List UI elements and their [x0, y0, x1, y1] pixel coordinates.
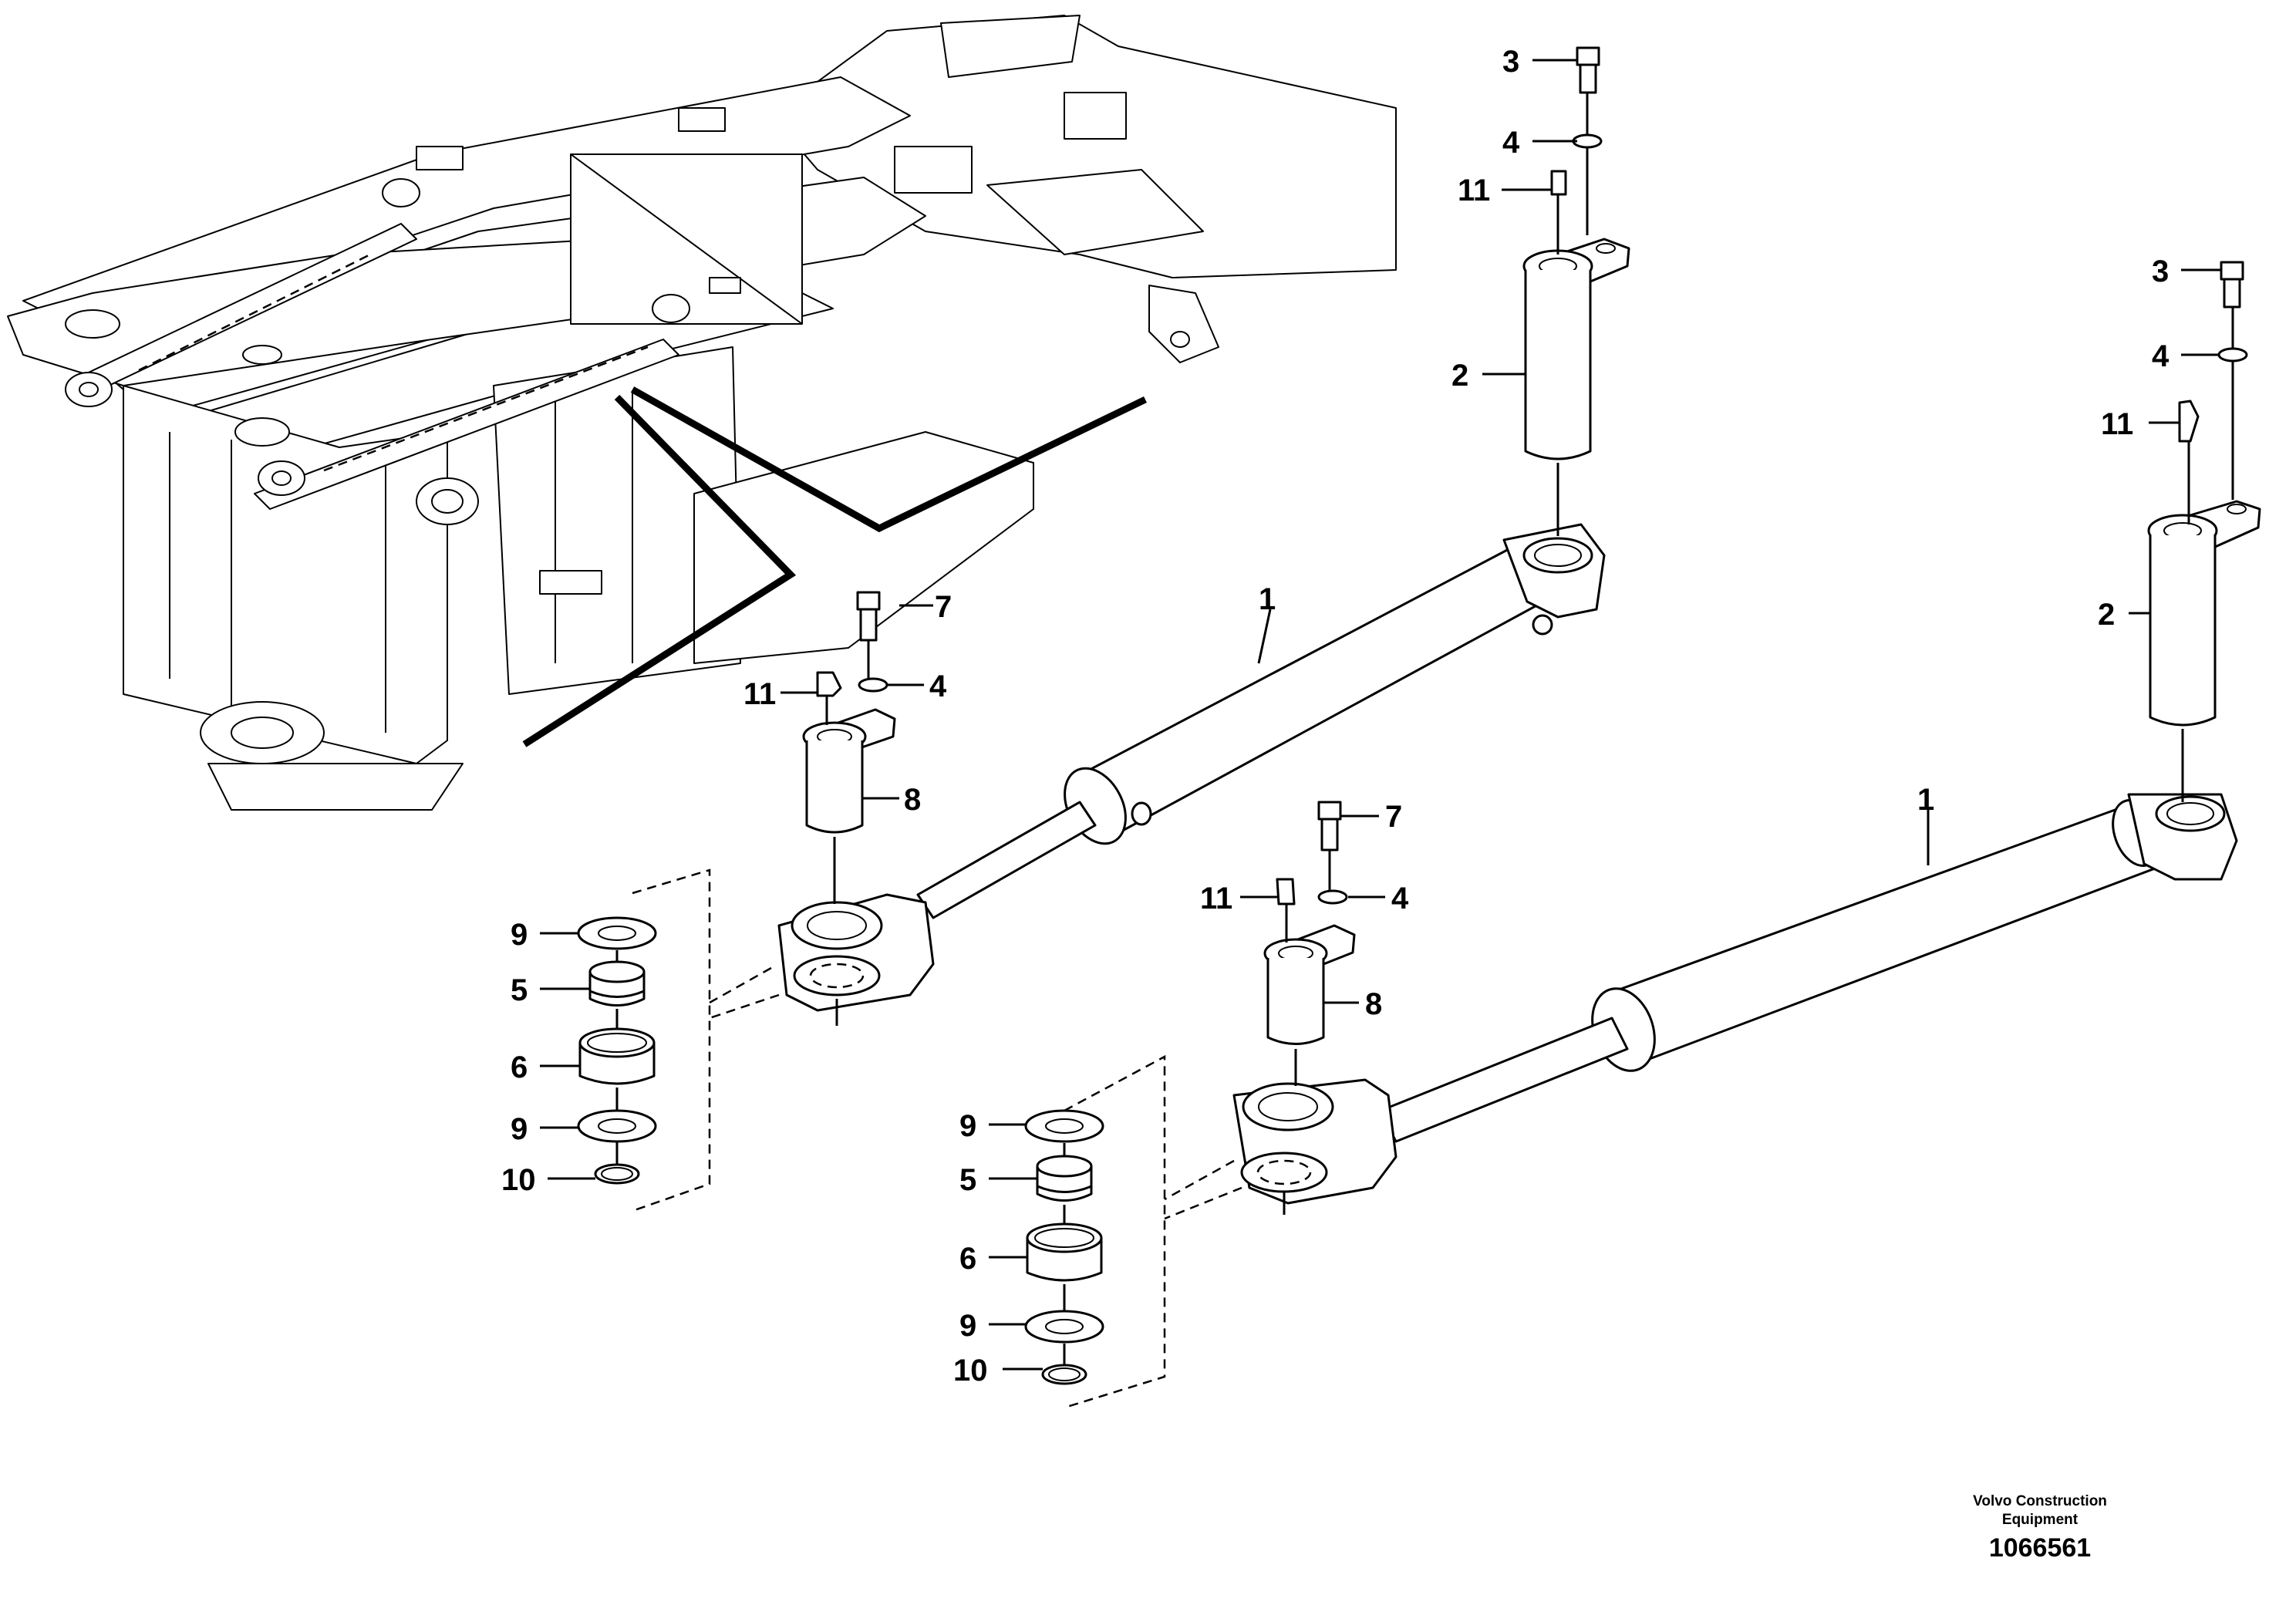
callout-6: 6 — [511, 1050, 528, 1084]
steering-cylinder-left — [777, 523, 1606, 1026]
callout-9: 9 — [959, 1309, 976, 1343]
callout-5: 5 — [511, 973, 528, 1007]
brand-name-line2: Equipment — [2002, 1512, 2079, 1528]
machine-frame-overview — [7, 15, 1397, 811]
callout-1: 1 — [1917, 783, 1934, 817]
callout-2: 2 — [1451, 359, 1468, 393]
footer: Volvo Construction Equipment 1066561 — [1973, 1493, 2107, 1563]
callout-4: 4 — [1502, 126, 1520, 160]
callout-11: 11 — [2101, 407, 2133, 441]
callout-labels: 3 4 11 2 1 3 4 11 2 1 7 4 11 8 7 4 11 8 … — [501, 45, 2170, 1388]
callout-3: 3 — [2152, 255, 2169, 288]
steering-cylinder-right — [1232, 793, 2238, 1215]
pin-assembly-rod-left — [802, 591, 896, 904]
callout-7: 7 — [1385, 800, 1402, 834]
callout-5: 5 — [959, 1163, 976, 1197]
brand-name-line1: Volvo Construction — [1973, 1493, 2107, 1509]
pin-assembly-rod-right — [1263, 801, 1356, 1086]
callout-4: 4 — [1391, 882, 1409, 916]
callout-8: 8 — [904, 783, 921, 817]
callout-10: 10 — [953, 1354, 988, 1388]
callout-9: 9 — [959, 1109, 976, 1143]
callout-8: 8 — [1365, 987, 1382, 1021]
detail-pointer — [522, 386, 1147, 747]
callout-6: 6 — [959, 1242, 976, 1276]
callout-7: 7 — [935, 590, 952, 624]
callout-11: 11 — [1200, 882, 1232, 916]
bearing-stack-right — [1024, 1054, 1242, 1409]
pin-assembly-top-right — [2147, 261, 2261, 802]
document-number: 1066561 — [1989, 1533, 2091, 1563]
callout-11: 11 — [743, 677, 776, 711]
callout-leaders — [540, 59, 2221, 1371]
callout-2: 2 — [2098, 598, 2115, 632]
callout-1: 1 — [1259, 582, 1276, 616]
callout-11: 11 — [1458, 174, 1490, 207]
callout-9: 9 — [511, 1112, 528, 1146]
callout-9: 9 — [511, 918, 528, 952]
callout-3: 3 — [1502, 45, 1519, 79]
callout-4: 4 — [929, 669, 947, 703]
callout-10: 10 — [501, 1163, 536, 1197]
bearing-stack-left — [577, 868, 780, 1212]
pin-assembly-top-left — [1522, 46, 1630, 536]
callout-4: 4 — [2152, 339, 2170, 373]
